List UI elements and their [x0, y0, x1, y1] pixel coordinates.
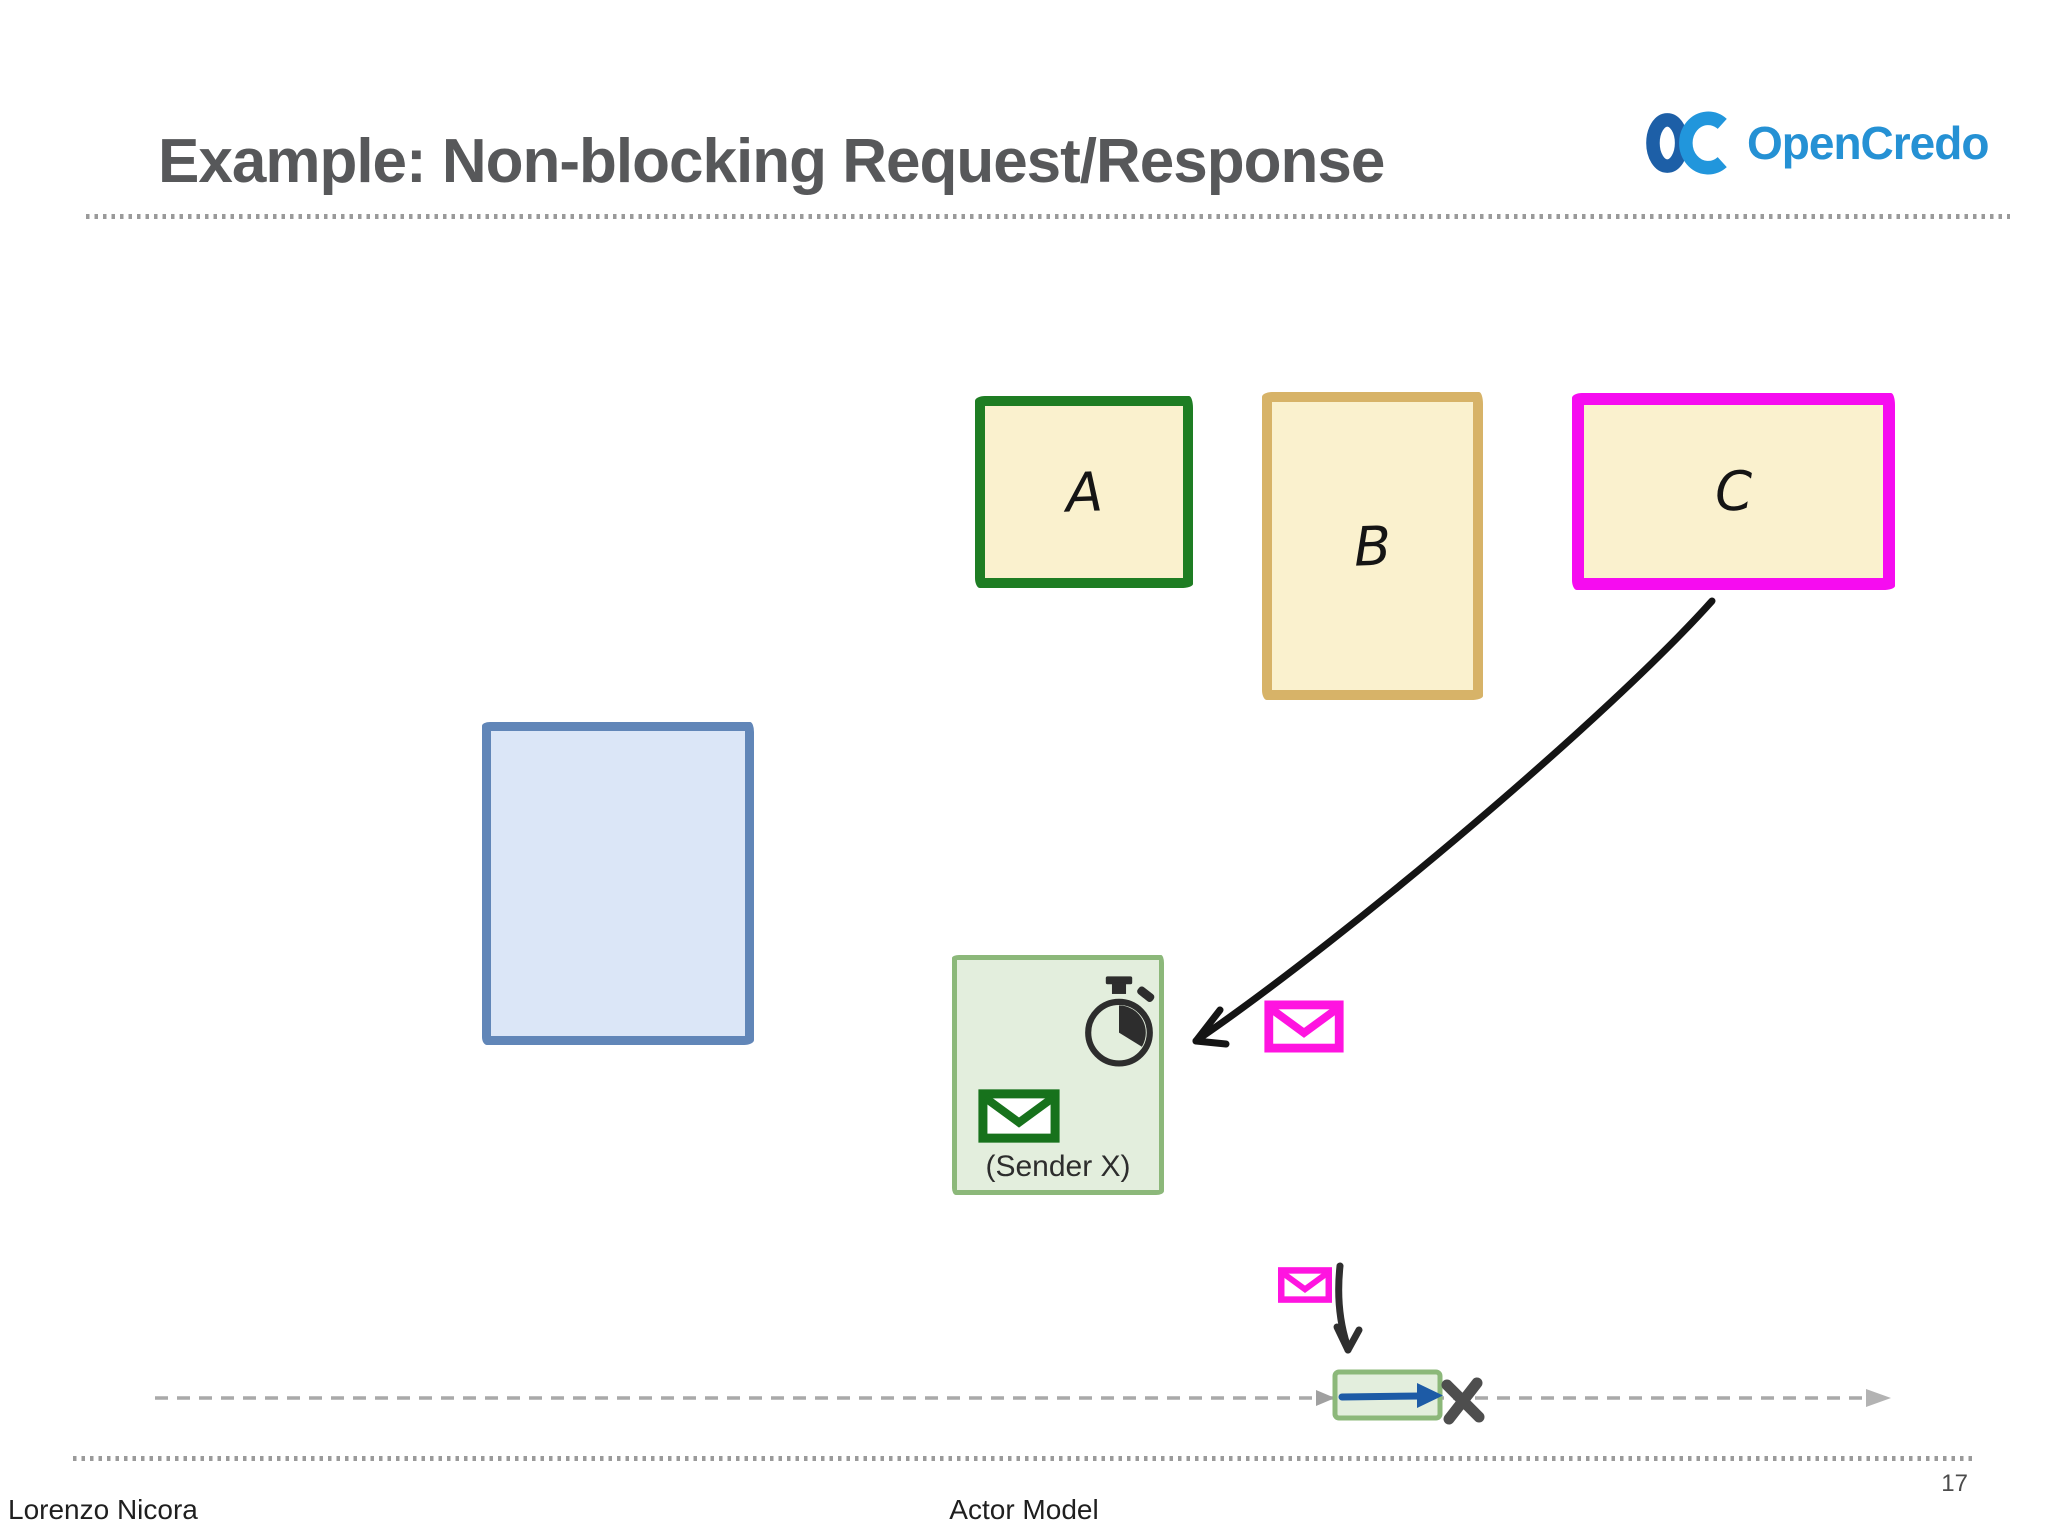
stopwatch-icon	[1085, 976, 1155, 1067]
progress-arrow	[1338, 1392, 1424, 1401]
footer-page-number: 17	[1941, 1470, 1968, 1497]
green-envelope-icon	[978, 1089, 1060, 1143]
footer-divider	[73, 1456, 1976, 1461]
actor-c-label: C	[1713, 459, 1754, 524]
actor-box-c: C	[1572, 393, 1895, 590]
magenta-envelope-small-icon	[1278, 1267, 1332, 1303]
magenta-envelope-icon	[1264, 1000, 1344, 1053]
title-divider	[86, 214, 2010, 219]
opencredo-logo-text: OpenCredo	[1747, 117, 1989, 169]
sender-actor-box: (Sender X)	[952, 955, 1164, 1195]
actor-box-b: B	[1262, 392, 1483, 700]
deliver-arrow	[1333, 1262, 1363, 1354]
timeline-execution-box	[1332, 1369, 1443, 1421]
actor-a-label: A	[1064, 459, 1104, 525]
termination-x-icon	[1441, 1377, 1485, 1425]
footer-author: Lorenzo Nicora	[8, 1494, 198, 1525]
sender-box-label: (Sender X)	[985, 1150, 1131, 1183]
timeline-end-arrowhead-icon	[1866, 1389, 1891, 1407]
timeline-mid-arrowhead-icon	[1316, 1390, 1335, 1406]
queue-box	[482, 722, 754, 1045]
opencredo-logo: OpenCredo	[1645, 110, 1989, 176]
actor-box-a: A	[975, 396, 1193, 588]
actor-b-label: B	[1352, 513, 1393, 579]
opencredo-monogram-icon	[1646, 111, 1727, 175]
page-title: Example: Non-blocking Request/Response	[158, 127, 1385, 196]
progress-arrowhead-icon	[1417, 1383, 1443, 1408]
footer-deck-title: Actor Model	[949, 1494, 1099, 1525]
